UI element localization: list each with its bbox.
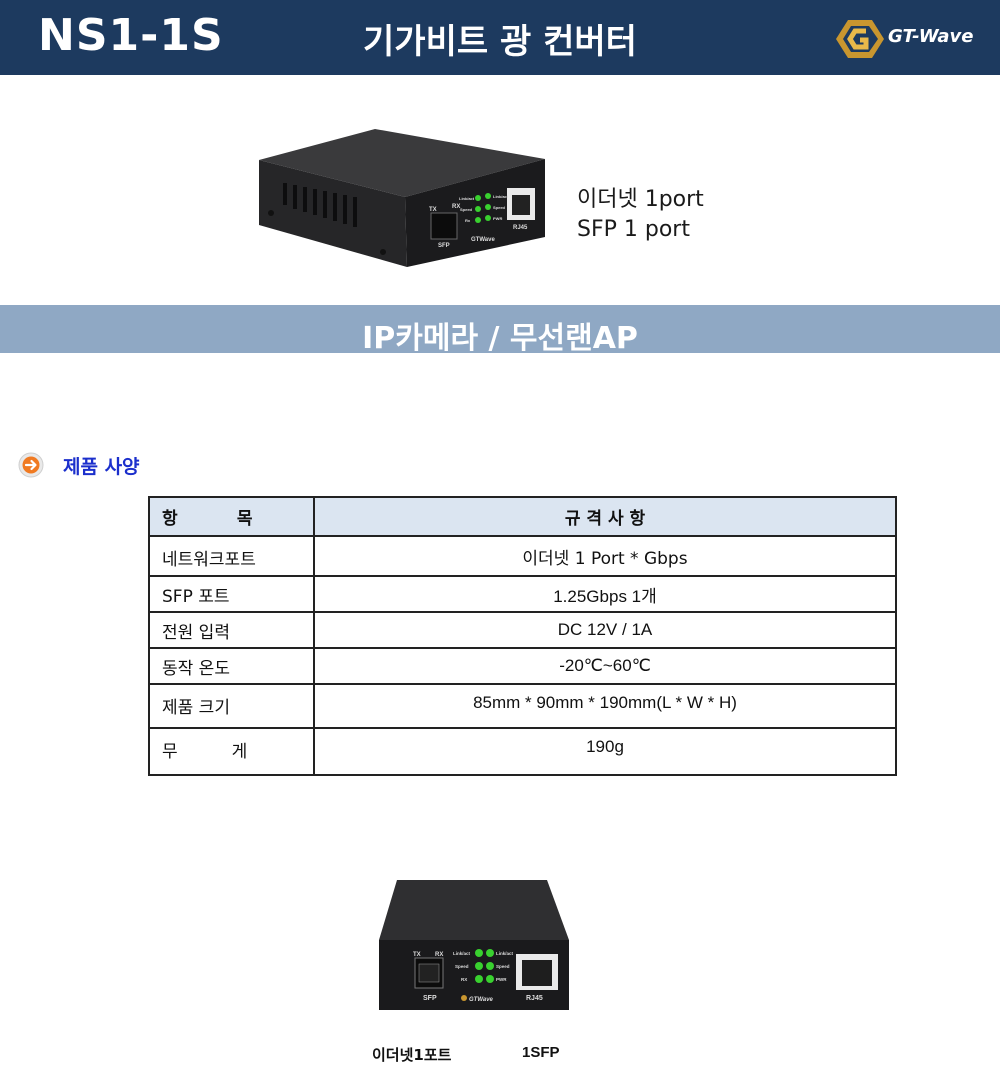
top-led-label-1: Link/act bbox=[459, 196, 475, 201]
header-spec: 규 격 사 항 bbox=[313, 496, 897, 537]
bottom-led-label-6: PWR bbox=[496, 977, 507, 982]
bottom-tx-label: TX bbox=[413, 952, 421, 958]
bottom-rx-label: RX bbox=[435, 952, 443, 958]
header-item: 항 목 bbox=[148, 496, 315, 537]
top-tx-label: TX bbox=[429, 207, 437, 213]
top-led-label-3: Rx bbox=[465, 218, 471, 223]
row-item: 동작 온도 bbox=[148, 647, 315, 685]
row-item: 제품 크기 bbox=[148, 683, 315, 729]
logo-text: GT-Wave bbox=[888, 26, 974, 47]
row-value: 1.25Gbps 1개 bbox=[313, 575, 897, 613]
row-item: 무 게 bbox=[148, 727, 315, 776]
top-led-label-4: Link/act bbox=[493, 194, 509, 199]
top-brand-label: GTWave bbox=[471, 237, 495, 243]
use-case-text: IP카메라 / 무선랜AP bbox=[362, 321, 638, 356]
arrow-circle-icon bbox=[18, 452, 44, 478]
converter-front-image: TX RX SFP RJ45 GTWave Link/act Speed RX … bbox=[379, 880, 569, 1010]
brand-mark-icon bbox=[461, 995, 467, 1001]
row-value: DC 12V / 1A bbox=[313, 611, 897, 649]
bottom-rj45-label: RJ45 bbox=[526, 995, 543, 1002]
spec-title: 제품 사양 bbox=[63, 456, 140, 478]
bottom-led-label-2: Speed bbox=[455, 964, 469, 969]
header-banner: NS1-1S 기가비트 광 컨버터 GT-Wave bbox=[0, 0, 1000, 75]
top-rj45-label: RJ45 bbox=[513, 225, 528, 231]
bottom-led-label-5: Speed bbox=[496, 964, 510, 969]
product-title: 기가비트 광 컨버터 bbox=[363, 22, 637, 62]
bottom-led-label-4: Link/act bbox=[496, 951, 514, 956]
row-value: 85mm * 90mm * 190mm(L * W * H) bbox=[313, 683, 897, 729]
use-case-bar: IP카메라 / 무선랜AP bbox=[0, 305, 1000, 356]
converter-product-image: TX RX SFP RJ45 GTWave Link/act Speed Rx … bbox=[259, 129, 545, 267]
table-header-row: 항 목 규 격 사 항 bbox=[148, 496, 897, 537]
row-value: 이더넷 1 Port * Gbps bbox=[313, 535, 897, 577]
table-row: 제품 크기 85mm * 90mm * 190mm(L * W * H) bbox=[148, 683, 897, 729]
model-name: NS1-1S bbox=[38, 10, 224, 61]
top-led-label-5: Speed bbox=[493, 205, 506, 210]
port-info-sfp: SFP 1 port bbox=[577, 217, 690, 242]
bottom-sfp-label: SFP bbox=[423, 995, 437, 1002]
top-sfp-label: SFP bbox=[438, 243, 450, 249]
port-info: 이더넷 1port SFP 1 port bbox=[577, 185, 704, 245]
row-value: 190g bbox=[313, 727, 897, 776]
table-row: 무 게 190g bbox=[148, 727, 897, 776]
table-row: 네트워크포트 이더넷 1 Port * Gbps bbox=[148, 535, 897, 577]
table-row: 전원 입력 DC 12V / 1A bbox=[148, 611, 897, 649]
logo-hexagon-icon bbox=[836, 20, 884, 58]
top-led-label-2: Speed bbox=[460, 207, 473, 212]
brand-logo: GT-Wave bbox=[836, 18, 986, 60]
caption-ethernet: 이더넷1포트 bbox=[372, 1046, 452, 1064]
table-row: SFP 포트 1.25Gbps 1개 bbox=[148, 575, 897, 613]
top-led-label-6: PWR bbox=[493, 216, 502, 221]
row-item: SFP 포트 bbox=[148, 575, 315, 613]
caption-sfp: 1SFP bbox=[522, 1044, 560, 1061]
bottom-brand-label: GTWave bbox=[469, 997, 494, 1003]
row-item: 전원 입력 bbox=[148, 611, 315, 649]
row-item: 네트워크포트 bbox=[148, 535, 315, 577]
bottom-led-label-1: Link/act bbox=[453, 951, 471, 956]
spec-table: 항 목 규 격 사 항 네트워크포트 이더넷 1 Port * Gbps SFP… bbox=[148, 496, 897, 776]
top-rx-label: RX bbox=[452, 204, 460, 210]
bottom-led-label-3: RX bbox=[461, 977, 467, 982]
port-info-ethernet: 이더넷 1port bbox=[577, 187, 704, 212]
row-value: -20℃~60℃ bbox=[313, 647, 897, 685]
table-row: 동작 온도 -20℃~60℃ bbox=[148, 647, 897, 685]
